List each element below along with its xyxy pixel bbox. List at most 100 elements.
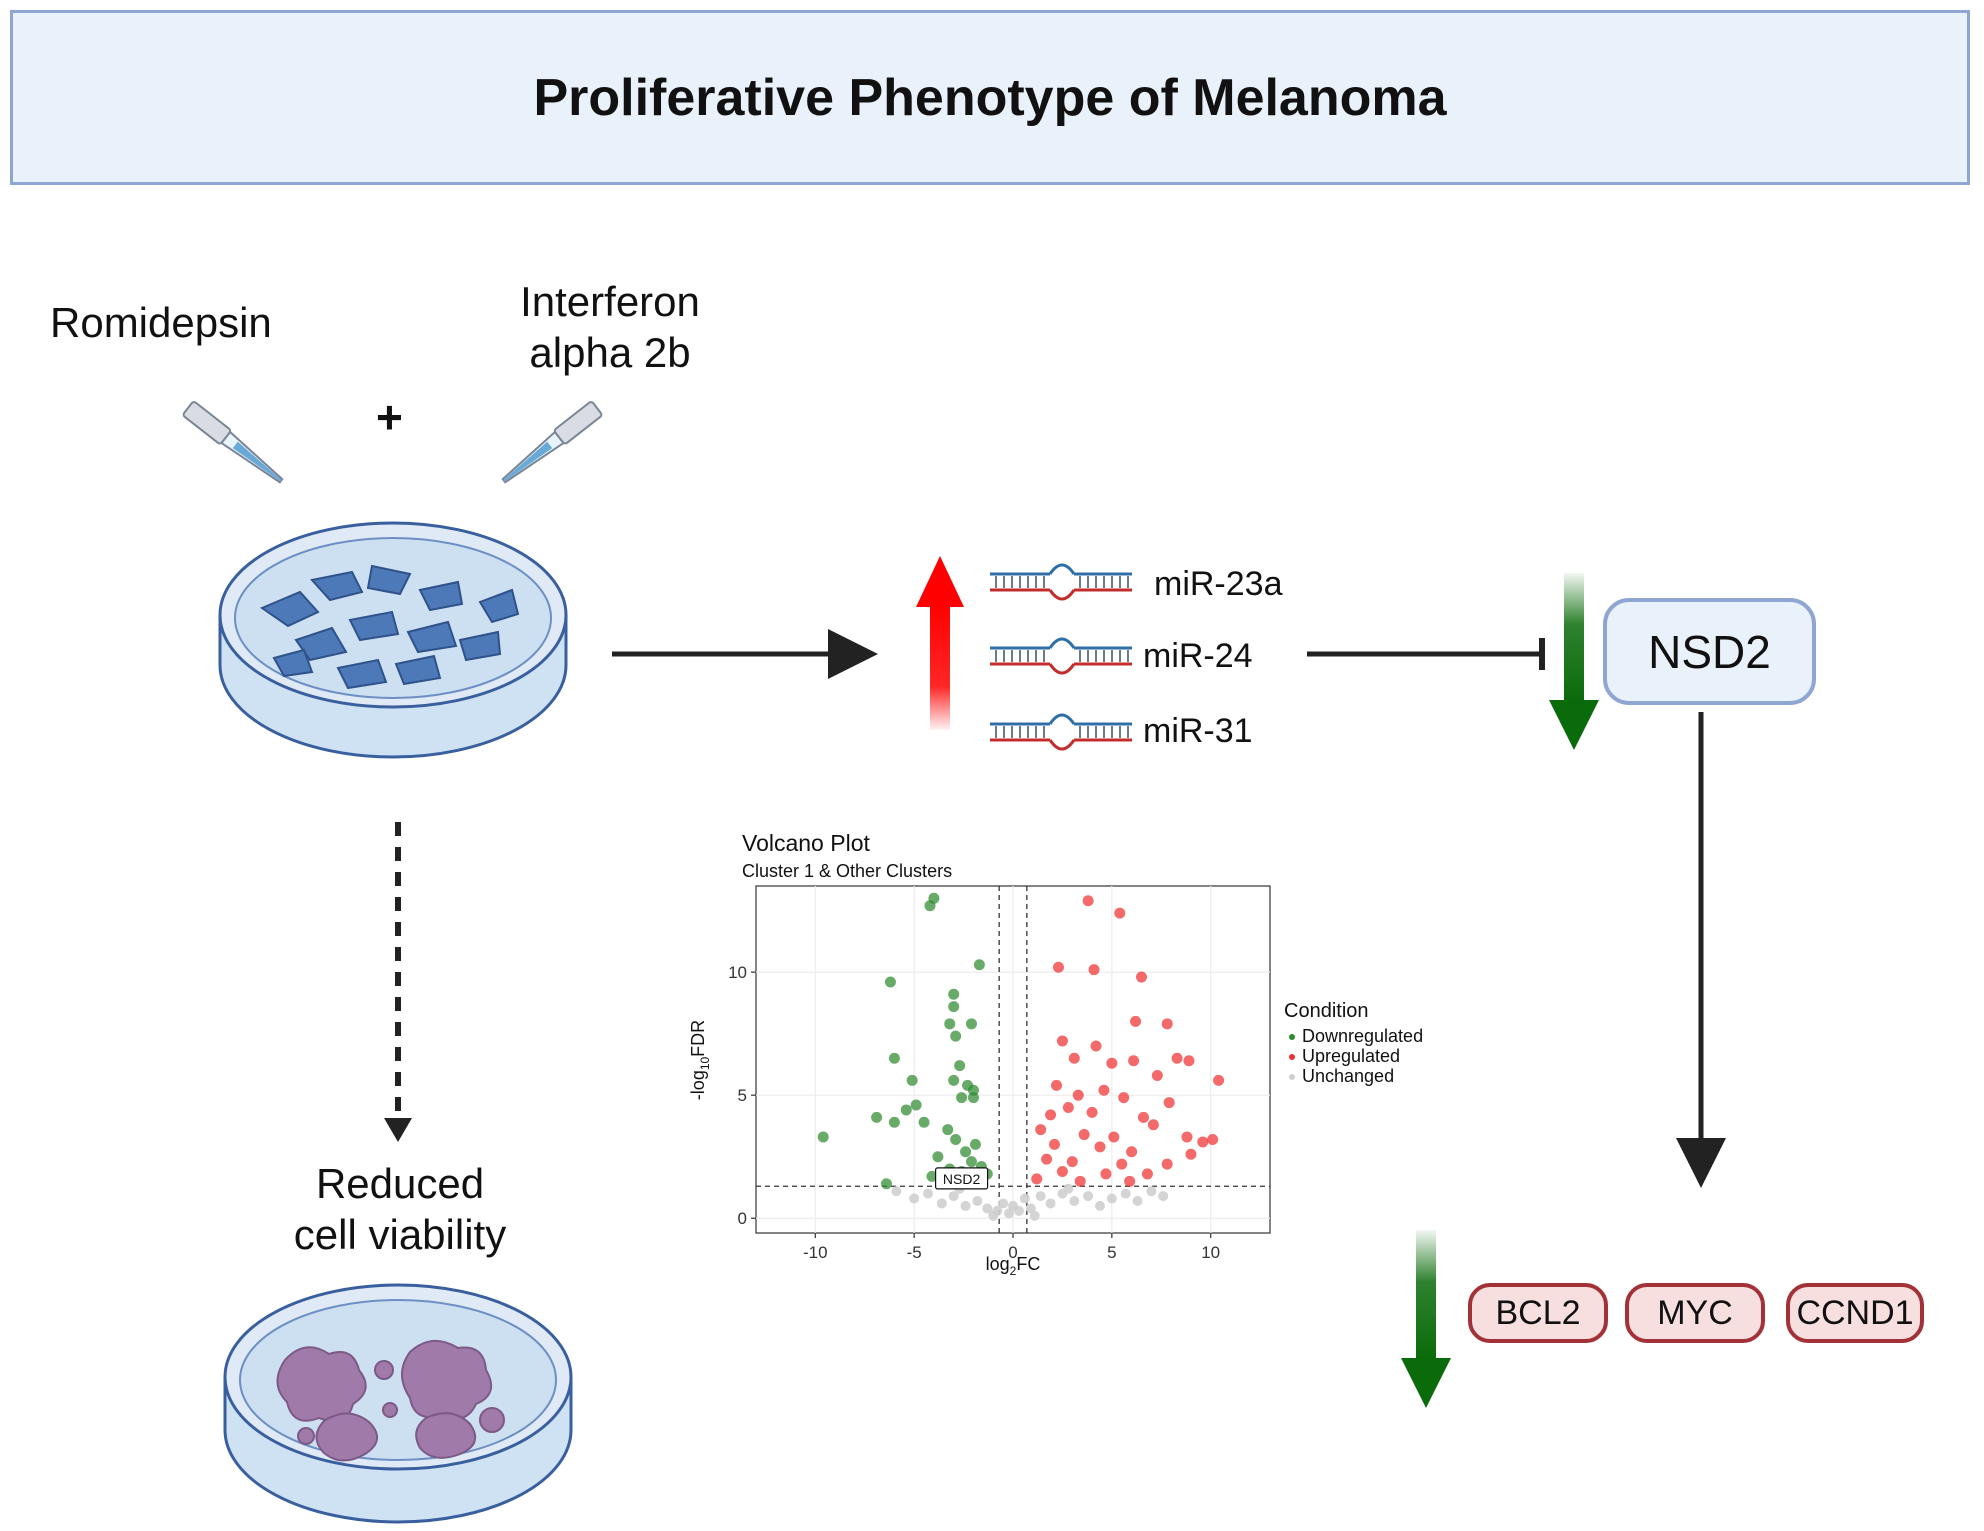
point-upregulated: [1137, 1111, 1149, 1123]
petri-dish-dead-cells-icon: [223, 1283, 573, 1524]
point-unchanged: [972, 1196, 983, 1207]
point-upregulated: [1090, 1040, 1102, 1052]
mirna-hairpin-icon-2: [990, 637, 1132, 675]
volcano-subtitle: Cluster 1 & Other Clusters: [742, 861, 952, 881]
point-upregulated: [1100, 1168, 1112, 1180]
down-arrow-green-nsd2-icon: [1549, 573, 1599, 750]
point-downregulated: [950, 1030, 962, 1042]
x-tick-label: -10: [803, 1243, 828, 1262]
point-upregulated: [1094, 1141, 1106, 1153]
point-upregulated: [1082, 895, 1094, 907]
point-unchanged: [922, 1188, 933, 1199]
point-unchanged: [948, 1191, 959, 1202]
inhibition-arrow: [1307, 638, 1545, 670]
point-unchanged: [936, 1198, 947, 1209]
point-downregulated: [817, 1131, 829, 1143]
drug-interferon-line2: alpha 2b: [529, 329, 691, 377]
point-upregulated: [1074, 1175, 1086, 1187]
y-tick-label: 5: [738, 1086, 747, 1105]
point-upregulated: [1128, 1055, 1140, 1067]
point-downregulated: [918, 1116, 930, 1128]
point-upregulated: [1045, 1109, 1057, 1121]
y-axis-label: -log10FDR: [688, 1020, 712, 1100]
point-upregulated: [1124, 1175, 1136, 1187]
point-downregulated: [942, 1124, 954, 1136]
x-tick-label: 10: [1201, 1243, 1220, 1262]
point-upregulated: [1066, 1156, 1078, 1168]
point-upregulated: [1161, 1158, 1173, 1170]
gene-box-bcl2: BCL2: [1468, 1283, 1608, 1343]
point-upregulated: [1147, 1119, 1159, 1131]
point-downregulated: [910, 1099, 922, 1111]
point-upregulated: [1126, 1146, 1138, 1158]
title-banner: Proliferative Phenotype of Melanoma: [10, 10, 1970, 185]
point-downregulated: [965, 1018, 977, 1030]
point-upregulated: [1213, 1074, 1225, 1086]
point-unchanged: [1004, 1208, 1015, 1219]
y-tick-label: 10: [728, 963, 747, 982]
point-downregulated: [906, 1074, 918, 1086]
point-unchanged: [960, 1200, 971, 1211]
point-downregulated: [948, 1001, 960, 1013]
point-downregulated: [900, 1104, 912, 1116]
legend-title: Condition: [1284, 1000, 1369, 1022]
x-tick-label: 0: [1008, 1243, 1017, 1262]
point-upregulated: [1049, 1138, 1061, 1150]
point-upregulated: [1068, 1052, 1080, 1064]
point-upregulated: [1116, 1158, 1128, 1170]
point-upregulated: [1052, 961, 1064, 973]
point-upregulated: [1136, 971, 1147, 983]
point-downregulated: [960, 1146, 972, 1158]
point-unchanged: [1094, 1200, 1105, 1211]
point-upregulated: [1185, 1148, 1197, 1160]
point-unchanged: [1158, 1191, 1169, 1202]
dashed-arrow-head-icon: [384, 1118, 412, 1142]
drug-interferon-label: Interferon alpha 2b: [510, 276, 710, 378]
point-upregulated: [1114, 907, 1126, 919]
point-unchanged: [1106, 1193, 1117, 1204]
point-upregulated: [1108, 1131, 1120, 1143]
up-arrow-red-icon: [916, 556, 964, 730]
volcano-points: [817, 892, 1225, 1221]
petri-dish-cells-icon: [218, 521, 568, 759]
point-upregulated: [1078, 1129, 1090, 1141]
mirna-hairpin-icon-3: [990, 713, 1132, 751]
point-downregulated: [967, 1092, 979, 1104]
legend-dot-upregulated: [1289, 1054, 1295, 1060]
volcano-plot: Volcano Plot Cluster 1 & Other Clusters …: [688, 830, 1423, 1278]
point-unchanged: [1146, 1186, 1157, 1197]
point-upregulated: [1056, 1035, 1068, 1047]
point-downregulated: [871, 1111, 883, 1123]
point-upregulated: [1197, 1136, 1209, 1148]
point-unchanged: [1083, 1191, 1094, 1202]
point-downregulated: [884, 976, 896, 988]
drug-romidepsin-label: Romidepsin: [50, 299, 272, 346]
point-downregulated: [926, 1170, 938, 1182]
point-upregulated: [1207, 1133, 1219, 1145]
point-upregulated: [1163, 1097, 1175, 1109]
y-tick-label: 0: [738, 1209, 747, 1228]
mirna-label-1: miR-23a: [1154, 565, 1283, 603]
point-unchanged: [909, 1193, 920, 1204]
point-unchanged: [1045, 1198, 1056, 1209]
point-unchanged: [1120, 1188, 1131, 1199]
point-upregulated: [1181, 1131, 1193, 1143]
outcome-line2: cell viability: [293, 1211, 507, 1259]
point-unchanged: [982, 1203, 993, 1214]
diagram-title: Proliferative Phenotype of Melanoma: [533, 68, 1447, 127]
point-upregulated: [1072, 1089, 1084, 1101]
point-downregulated: [954, 1060, 966, 1072]
point-upregulated: [1088, 964, 1100, 976]
pipette-left-icon: [182, 401, 284, 484]
point-unchanged: [1013, 1205, 1024, 1216]
legend-dot-unchanged: [1289, 1074, 1295, 1080]
point-unchanged: [1063, 1183, 1074, 1194]
point-unchanged: [891, 1186, 902, 1197]
point-upregulated: [1171, 1052, 1183, 1064]
gene-box-ccnd1: CCND1: [1786, 1283, 1924, 1343]
point-upregulated: [1151, 1069, 1163, 1081]
point-upregulated: [1161, 1018, 1173, 1030]
